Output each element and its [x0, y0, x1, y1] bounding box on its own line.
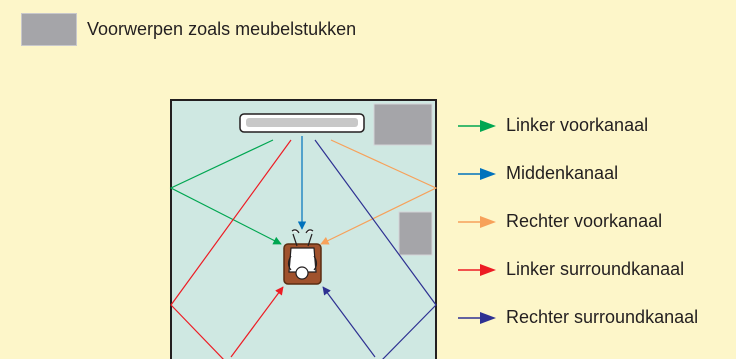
legend-label-right-surround: Rechter surroundkanaal — [506, 307, 699, 327]
furniture-block-top-right — [373, 103, 433, 146]
legend-label-right-front: Rechter voorkanaal — [506, 211, 663, 231]
seated-listener-icon — [283, 229, 322, 285]
legend-item-right-surround: Rechter surroundkanaal — [458, 307, 698, 328]
furniture-legend-label: Voorwerpen zoals meubelstukken — [87, 18, 357, 39]
legend-item-center: Middenkanaal — [458, 163, 618, 184]
arrow-right-icon — [458, 311, 496, 324]
legend-label-center: Middenkanaal — [506, 163, 619, 183]
arrow-right-icon — [458, 167, 496, 180]
arrow-right-icon — [458, 263, 496, 276]
arrow-right-icon — [458, 119, 496, 132]
arrow-right-icon — [458, 215, 496, 228]
soundbar-icon — [239, 113, 365, 133]
room-wall — [170, 99, 437, 359]
legend-item-left-front: Linker voorkanaal — [458, 115, 648, 136]
legend-label-left-surround: Linker surroundkanaal — [506, 259, 685, 279]
right-front-path — [320, 139, 438, 245]
furniture-legend: Voorwerpen zoals meubelstukken — [21, 11, 356, 47]
legend-label-left-front: Linker voorkanaal — [506, 115, 649, 135]
legend-item-right-front: Rechter voorkanaal — [458, 211, 662, 232]
furniture-block-right — [398, 211, 433, 256]
right-surround-path — [314, 139, 437, 359]
furniture-swatch — [21, 12, 77, 46]
left-surround-path — [170, 139, 292, 359]
legend-item-left-surround: Linker surroundkanaal — [458, 259, 684, 280]
left-front-path — [169, 139, 282, 245]
